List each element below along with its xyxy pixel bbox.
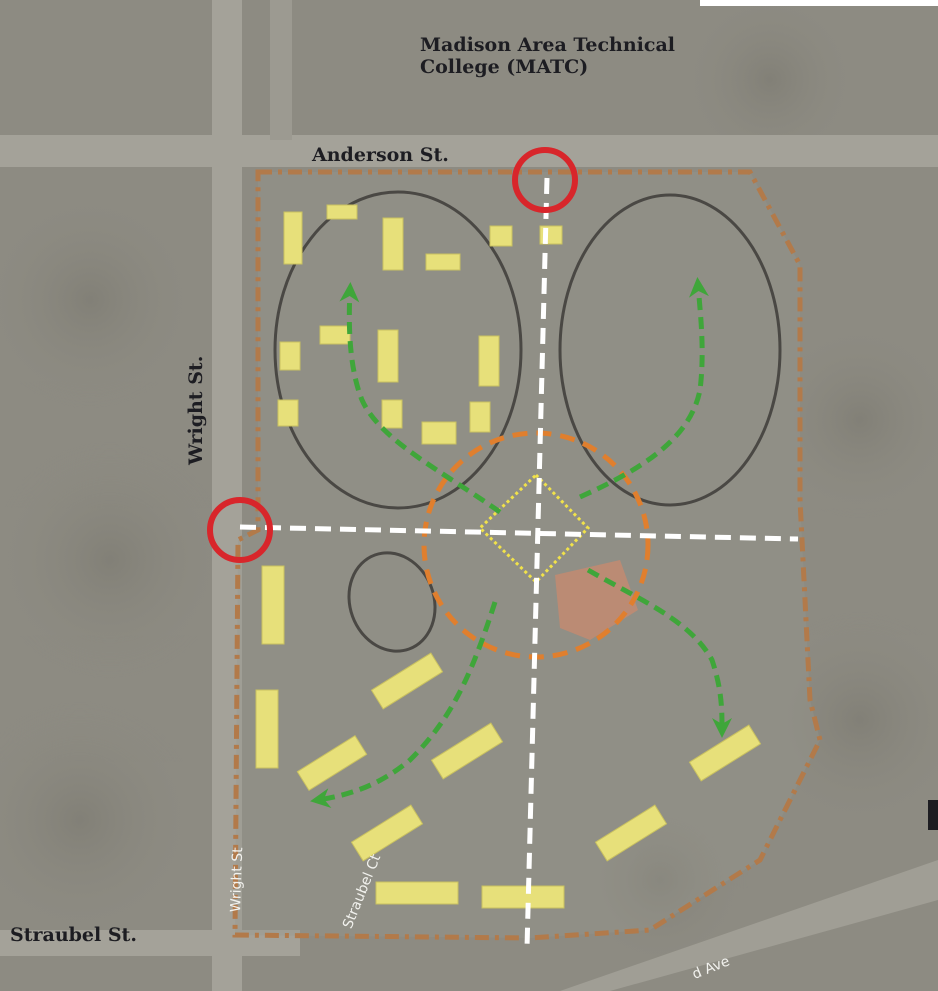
building-footprint bbox=[296, 734, 368, 792]
movement-arrow-icon bbox=[310, 601, 498, 809]
building-footprint bbox=[283, 211, 303, 265]
north-residential-zone bbox=[273, 190, 523, 510]
building-footprint bbox=[375, 881, 459, 905]
north-access-circle bbox=[512, 147, 578, 213]
building-footprint bbox=[326, 204, 358, 220]
site-boundary bbox=[232, 169, 823, 941]
movement-arrows bbox=[310, 277, 732, 809]
wright-street-small-label: Wright St bbox=[228, 847, 247, 913]
west-access-circle bbox=[207, 497, 273, 563]
building-footprint bbox=[381, 399, 403, 429]
building-footprint bbox=[350, 804, 424, 862]
building-footprint bbox=[481, 885, 565, 909]
college-label-line2: College (MATC) bbox=[420, 55, 589, 78]
building-footprint bbox=[261, 565, 285, 645]
north-recreation-zone bbox=[558, 193, 782, 507]
building-footprint bbox=[382, 217, 404, 271]
anderson-street-label: Anderson St. bbox=[312, 144, 449, 166]
sheet-edge-mark bbox=[700, 0, 938, 6]
building-footprints bbox=[255, 204, 762, 909]
building-footprint bbox=[377, 329, 399, 383]
north-south-axis bbox=[524, 177, 550, 949]
building-footprint bbox=[279, 341, 301, 371]
building-footprint bbox=[688, 724, 762, 782]
diagonal-avenue-road bbox=[560, 860, 938, 991]
sheet-edge-mark bbox=[928, 800, 938, 830]
straubel-street-road bbox=[0, 930, 300, 956]
movement-arrow-icon bbox=[586, 567, 732, 738]
college-label: Madison Area Technical College (MATC) bbox=[420, 34, 675, 79]
small-open-space-zone bbox=[347, 551, 437, 653]
building-footprint bbox=[594, 804, 668, 862]
building-footprint bbox=[469, 401, 491, 433]
college-label-line1: Madison Area Technical bbox=[420, 34, 675, 56]
wright-street-label: Wright St. bbox=[185, 355, 207, 465]
building-footprint bbox=[421, 421, 457, 445]
north-street-road bbox=[270, 0, 292, 140]
movement-arrow-icon bbox=[339, 282, 502, 515]
building-footprint bbox=[478, 335, 500, 387]
building-footprint bbox=[370, 652, 444, 710]
building-footprint bbox=[430, 722, 504, 780]
building-footprint bbox=[255, 689, 279, 769]
building-footprint bbox=[425, 253, 461, 271]
building-footprint bbox=[489, 225, 513, 247]
movement-arrow-icon bbox=[578, 277, 709, 500]
building-footprint bbox=[319, 325, 351, 345]
building-footprint bbox=[277, 399, 299, 427]
anderson-street-road bbox=[0, 135, 938, 167]
straubel-street-label: Straubel St. bbox=[10, 924, 137, 946]
east-west-axis bbox=[239, 524, 799, 542]
